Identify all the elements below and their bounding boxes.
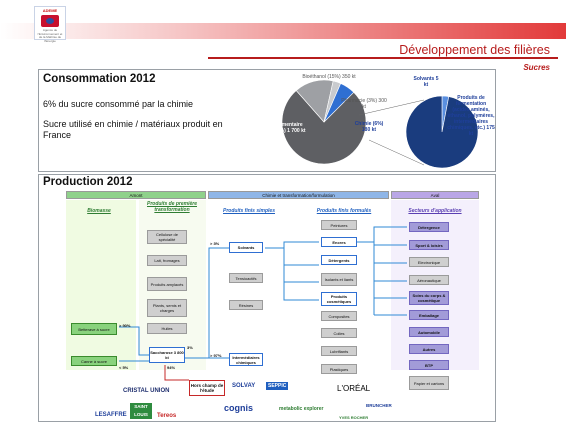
box-solvants: Solvants (229, 242, 263, 253)
box-electronique: Electronique (409, 257, 449, 267)
col-chimie: Chimie et transformation/formulation (208, 191, 389, 199)
pct-etude: 94% (167, 365, 176, 370)
pie-label-fermentation: Produits de fermentation (acides aminés,… (447, 95, 495, 137)
box-peintures: Peintures (321, 220, 357, 230)
consommation-panel: Consommation 2012 6% du sucre consommé p… (38, 69, 496, 172)
pie-connector-top (358, 99, 425, 116)
logo-cristal-union: CRISTAL UNION (123, 388, 170, 394)
box-amylaces: Produits amylacés (147, 277, 187, 291)
pie-label-bioethanol: Bioéthanol (15%) 350 kt (302, 74, 356, 80)
sub-simples: Produits finis simples (223, 208, 275, 214)
col-aval: Aval (391, 191, 479, 199)
consommation-line2: Sucre utilisé en chimie / matériaux prod… (43, 119, 223, 140)
box-sport: Sport & loisirs (409, 240, 449, 250)
consumption-pies (281, 79, 479, 169)
logo-saint-louis: SAINT LOUIS (130, 403, 152, 419)
pie-label-solvants: Solvants 5 kt (413, 76, 439, 88)
production-title: Production 2012 (43, 176, 133, 188)
box-tensioactifs: Tensioactifs (229, 273, 263, 283)
logo-lesaffre: LESAFFRE (95, 412, 127, 418)
box-huiles: Huiles (147, 323, 187, 334)
pie-label-alimentaire: Alimentaire (76%) 1 700 kt (272, 122, 306, 134)
box-lubrifiants: Lubrifiants (321, 346, 357, 356)
pie-label-pharmacie: Pharmacie (3%) 300 kt (341, 98, 387, 110)
sub-formules: Produits finis formulés (316, 208, 372, 214)
logo-text: ADEME (42, 8, 58, 13)
box-colles: Colles (321, 328, 357, 338)
logo-tereos: Tereos (157, 413, 177, 419)
logo-metabolic-explorer: metabolic explorer (279, 406, 324, 412)
box-aeronautique: Aéronautique (409, 275, 449, 285)
box-soins: Soins du corps & cosmétique (409, 291, 449, 305)
pie-consommation (281, 79, 367, 165)
box-cellulose: Cellulose de spécialité (147, 230, 187, 244)
logo-cognis: cognis (224, 403, 254, 413)
box-autres: Autres (409, 344, 449, 354)
pct-solvants: > 3% (210, 241, 220, 246)
box-lait: Lait, fromages (147, 255, 187, 266)
box-plastiques: Plastiques (321, 364, 357, 374)
box-automobile: Automobile (409, 327, 449, 337)
consommation-line1: 6% du sucre consommé par la chimie (43, 99, 194, 109)
sub-biomasse: Biomasse (87, 208, 111, 214)
box-detergents: Détergents (321, 255, 357, 265)
box-emballage: Emballage (409, 310, 449, 320)
bg-biomasse (66, 200, 136, 370)
box-hors-champ: Hors champ de l'étude (189, 380, 225, 396)
box-detergence: Détergence (409, 222, 449, 232)
box-encres: Encres (321, 237, 357, 247)
pie2-slice-1 (405, 95, 479, 169)
box-papier: Papier et cartons (409, 376, 449, 390)
pie-chimie (405, 95, 479, 169)
pie-label-chimie: Chimie (6%) 180 kt (354, 121, 384, 133)
box-saccharose: Saccharose 3 800 kt (149, 347, 185, 363)
ademe-logo: ADEME Agence de l'Environnement et de la… (34, 6, 66, 43)
box-btp: BTP (409, 360, 449, 370)
logo-subtitle: Agence de l'Environnement et de la Maîtr… (37, 28, 63, 43)
box-intermediaires: Intermédiaires chimiques (229, 353, 263, 366)
logo-yves-rocher: YVES ROCHER (339, 415, 369, 420)
page-title: Développement des filières (399, 43, 550, 57)
sub-secteurs: Secteurs d'application (408, 208, 462, 214)
flow-lines (119, 226, 407, 381)
box-canne: Canne à sucre (71, 356, 117, 366)
etude-arrow (164, 365, 189, 381)
pct-intermediaires: > 97% (210, 353, 222, 358)
pie1-slice-3 (323, 83, 355, 123)
box-cosmetiques: Produits cosmétiques (321, 292, 357, 306)
box-isolants: Isolants et liants (321, 273, 357, 286)
box-plants: Plants, semis et charges (147, 299, 187, 317)
box-betterave: Betterave à sucre (71, 323, 117, 335)
pct-canne: < 5% (119, 365, 129, 370)
production-panel: Production 2012 Amont Chimie et transfor… (38, 174, 496, 422)
logo-loreal: L'ORÉAL (337, 384, 371, 393)
logo-seppic: SEPPIC (266, 382, 289, 390)
pct-betterave: > 90% (119, 323, 131, 328)
box-composites: Composites (321, 311, 357, 321)
title-rule (208, 57, 558, 59)
logo-solvay: SOLVAY (232, 383, 256, 389)
logo-bruncher: BRUNCHER (366, 403, 392, 408)
consommation-title: Consommation 2012 (43, 73, 156, 85)
box-resines: Résines (229, 300, 263, 310)
sub-premiere: Produits de première transformation (146, 201, 197, 213)
logo-icon (41, 15, 59, 27)
pct-saccharose: 3% (187, 345, 193, 350)
header-swoosh (0, 23, 566, 39)
pie1-slice-0 (281, 90, 367, 165)
pie-connector-bottom (368, 139, 425, 166)
col-amont: Amont (66, 191, 206, 199)
page-subtitle: Sucres (523, 63, 550, 72)
